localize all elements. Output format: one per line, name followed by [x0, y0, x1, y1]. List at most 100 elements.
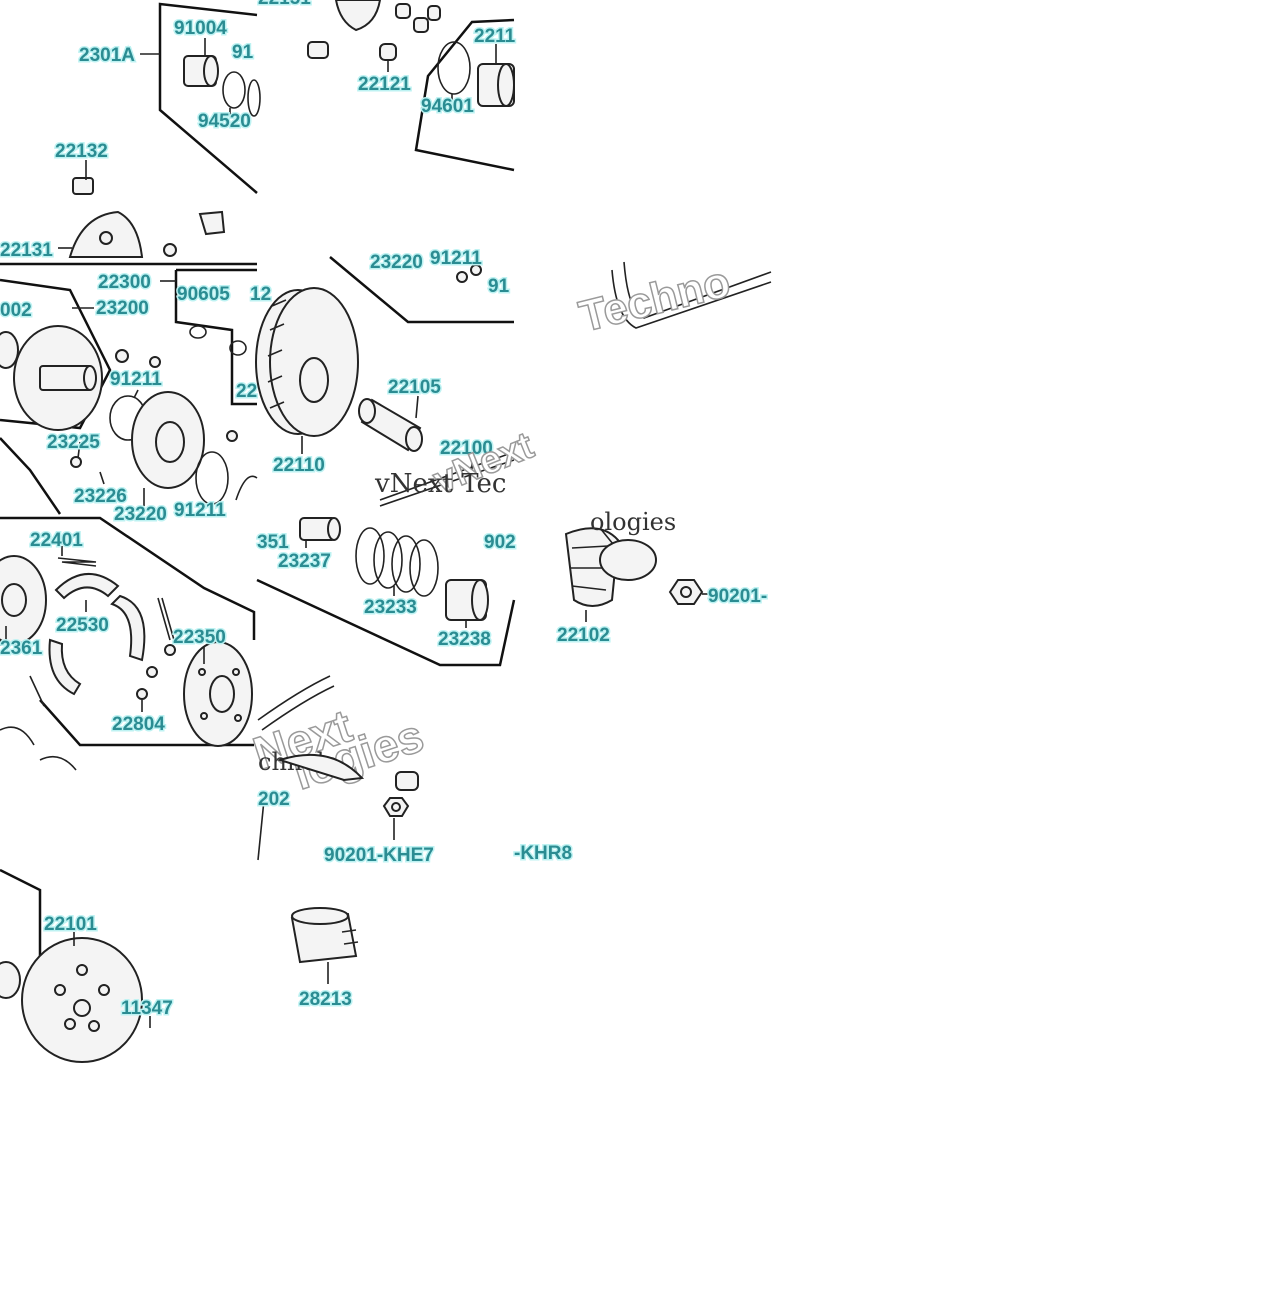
label-22121: 22121: [358, 74, 411, 95]
label-22350: 22350: [173, 627, 226, 648]
pin-23225: [70, 456, 82, 468]
label-2211: 2211: [474, 26, 516, 47]
group-outline-top: [329, 256, 514, 324]
pin-top-b: [470, 264, 482, 276]
label-91-partial: 91: [232, 42, 254, 63]
bushing-lower: [395, 771, 419, 791]
label-23225: 23225: [47, 432, 100, 453]
nut-90201: [668, 579, 704, 605]
clutch-shoes-22530: [48, 572, 146, 696]
label-91211-b: 91211: [174, 500, 226, 521]
label-12: 12: [250, 284, 271, 305]
label-22131: 22131: [0, 240, 53, 261]
label-22300: 22300: [98, 272, 151, 293]
leader-91211-a: [133, 389, 139, 399]
label-90201-KHE7: 90201-KHE7: [324, 845, 434, 866]
slider-22132-b: [198, 210, 226, 236]
fixed-drive-face-22102: [564, 527, 657, 607]
spring-b: [157, 597, 175, 641]
leader-23226: [99, 471, 105, 485]
label-23233: 23233: [364, 597, 417, 618]
tool-28213: [290, 907, 359, 964]
label-23238: 23238: [438, 629, 491, 650]
curves-lower: [0, 726, 77, 771]
tile-clutch: 22401 22530 2361 22350 22804: [0, 516, 256, 771]
spring-22401: [57, 557, 97, 567]
collar-2211: [477, 63, 515, 107]
pin-c: [226, 430, 238, 442]
ramp-plate-lower: [276, 753, 365, 782]
bearing-002: [0, 331, 19, 369]
tile-center: 23220 91211 91 22105 22110 22100 vNext v…: [255, 247, 540, 507]
rollers-22121: [307, 3, 441, 61]
label-22401: 22401: [30, 530, 83, 551]
group-outline-clutch-bottom: [39, 699, 254, 747]
label-902: 902: [484, 532, 516, 553]
label-91211-a: 91211: [110, 369, 162, 390]
label-90201-partial: 90201-: [708, 586, 767, 607]
label-23226: 23226: [74, 486, 127, 507]
clutch-bell-22101: [21, 937, 143, 1063]
spring-23233: [355, 527, 439, 597]
pin-a: [115, 349, 129, 363]
pin-clutch-b: [146, 666, 158, 678]
nut-90201-KHE7: [382, 797, 410, 817]
label-94601: 94601: [421, 96, 474, 117]
belt-lower: [257, 675, 335, 731]
label-22102: 22102: [557, 625, 610, 646]
leader-22105: [415, 395, 419, 419]
label-90605: 90605: [177, 284, 230, 305]
pulley-23200: [13, 325, 103, 431]
pin-small: [163, 243, 177, 257]
label-23237: 23237: [278, 551, 331, 572]
spring-c: [29, 675, 45, 707]
label-91004: 91004: [174, 18, 227, 39]
clip-90605: [189, 325, 207, 339]
label-94520: 94520: [198, 111, 251, 132]
clutch-drive-plate-22350: [183, 641, 253, 747]
label-002: 002: [0, 300, 32, 321]
pin-22804: [136, 688, 148, 700]
seal-collar-23220: [131, 391, 205, 489]
label-2361: 2361: [0, 638, 43, 659]
tile-belt: Techno: [574, 256, 772, 342]
tile-top-center: 22151 22121 94601 2211: [257, 0, 517, 172]
label-23220: 23220: [114, 504, 167, 525]
label-91-b: 91: [488, 276, 510, 297]
label-11347: 11347: [121, 998, 173, 1019]
belt-segment: [379, 451, 515, 507]
group-outline-2301A: [158, 2, 258, 194]
oring-94601: [437, 41, 471, 95]
group-outline-right: [414, 18, 515, 172]
slider-22132: [72, 177, 94, 195]
tile-middle-left: 002 23200 22300 90605 12 91211 23225 232…: [0, 262, 273, 527]
label-22105: 22105: [388, 377, 441, 398]
group-outline-22300: [174, 268, 257, 406]
ring-partial: [235, 475, 258, 501]
label-22151: 22151: [258, 0, 311, 9]
label-23220-top: 23220: [370, 252, 423, 273]
label-91211-top: 91211: [430, 248, 482, 269]
watermark-techno: Techno: [575, 257, 735, 342]
line-lower: [257, 799, 265, 861]
watermark-vnext-tec: vNext Tec: [374, 469, 506, 499]
label-22132: 22132: [55, 141, 108, 162]
watermark-ologies: ologies: [590, 508, 676, 536]
group-outline-lower: [0, 437, 62, 515]
bushing-91004: [183, 55, 219, 87]
tile-lower-center: Next logies chnolo 202 90201-KHE7 -KHR8 …: [246, 675, 574, 1012]
bearing-partial: [0, 961, 21, 999]
collar-23238: [445, 579, 489, 621]
label-22804: 22804: [112, 714, 165, 735]
collar-22105: [358, 398, 423, 452]
label-22530: 22530: [56, 615, 109, 636]
pin-b: [149, 356, 161, 368]
label-28213: 28213: [299, 989, 352, 1010]
tile-springs: 351 23237 23233 23238 902: [256, 517, 517, 667]
ramp-plate-22131: [68, 210, 144, 258]
group-outline-clutch: [0, 516, 256, 646]
label-23200: 23200: [96, 298, 149, 319]
label-2301A: 2301A: [79, 45, 135, 66]
